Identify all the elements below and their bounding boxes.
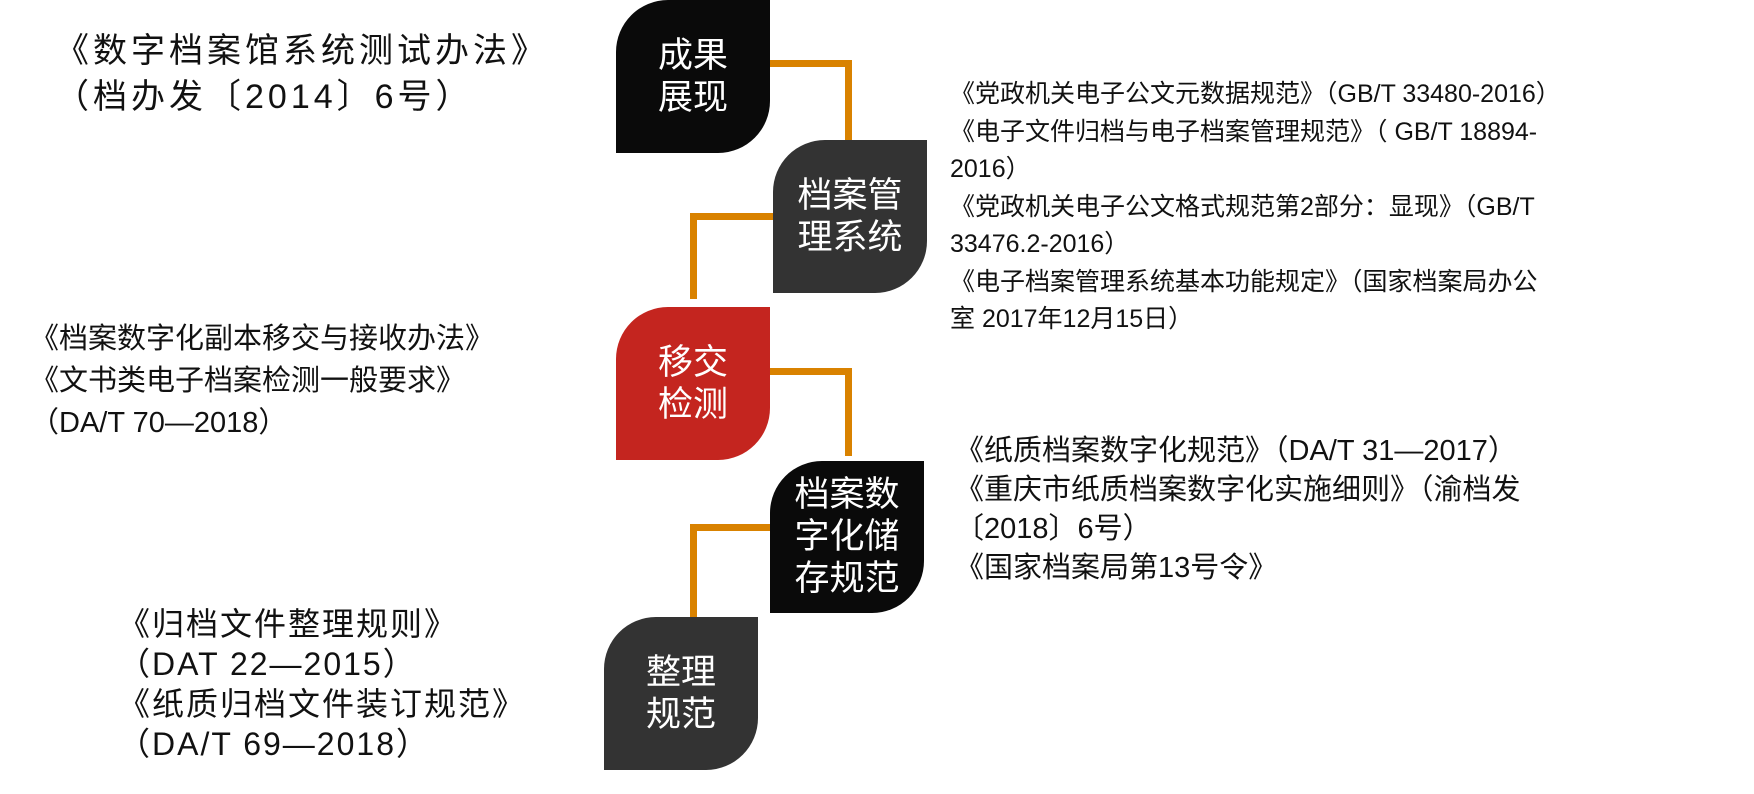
connector-1-h bbox=[768, 60, 852, 67]
connector-4-h bbox=[690, 524, 774, 531]
connector-3-h bbox=[768, 368, 852, 375]
text-line: 《数字档案馆系统测试办法》 bbox=[55, 32, 549, 70]
text-line: 《纸质档案数字化规范》（DA/T 31—2017） bbox=[955, 435, 1517, 467]
connector-2-h bbox=[690, 213, 776, 220]
node-label: 档案管 bbox=[797, 175, 903, 216]
node-label: 移交 bbox=[657, 342, 728, 383]
connector-4-v bbox=[690, 524, 697, 618]
node-label: 整理 bbox=[645, 652, 716, 693]
connector-1-v bbox=[845, 60, 852, 142]
node-results-display: 成果 展现 bbox=[616, 0, 770, 153]
node-label: 规范 bbox=[645, 694, 716, 735]
text-line: （档办发〔2014〕6号） bbox=[55, 78, 474, 116]
text-line: 《电子文件归档与电子档案管理规范》（ GB/T 18894- bbox=[950, 117, 1538, 146]
text-line: 《党政机关电子公文元数据规范》（GB/T 33480-2016） bbox=[950, 80, 1561, 108]
node-label: 成果 bbox=[657, 35, 728, 76]
standards-bottom-right: 《纸质档案数字化规范》（DA/T 31—2017） 《重庆市纸质档案数字化实施细… bbox=[955, 432, 1521, 588]
node-label: 档案数 bbox=[794, 475, 900, 515]
node-transfer-inspection: 移交 检测 bbox=[616, 307, 770, 460]
text-line: 〔2018〕6号） bbox=[955, 513, 1152, 545]
node-archive-management-system: 档案管 理系统 bbox=[773, 140, 927, 293]
text-line: （DA/T 69—2018） bbox=[118, 726, 430, 762]
text-line: 2016） bbox=[950, 155, 1031, 183]
standards-top-right: 《党政机关电子公文元数据规范》（GB/T 33480-2016） 《电子文件归档… bbox=[950, 76, 1561, 339]
node-digitization-storage-spec: 档案数 字化储 存规范 bbox=[770, 461, 924, 613]
node-label: 检测 bbox=[657, 384, 728, 425]
text-line: 《归档文件整理规则》 bbox=[118, 606, 459, 642]
text-line: 《重庆市纸质档案数字化实施细则》（渝档发 bbox=[955, 474, 1521, 506]
text-line: （DAT 22—2015） bbox=[118, 646, 417, 682]
text-line: 《党政机关电子公文格式规范第2部分：显现》（GB/T bbox=[950, 192, 1535, 221]
text-line: 《电子档案管理系统基本功能规定》（国家档案局办公 bbox=[950, 267, 1538, 296]
text-line: （DA/T 70—2018） bbox=[30, 407, 288, 439]
node-arrangement-spec: 整理 规范 bbox=[604, 617, 758, 770]
text-line: 《文书类电子档案检测一般要求》 bbox=[30, 365, 466, 397]
node-label: 理系统 bbox=[797, 217, 903, 258]
connector-3-v bbox=[845, 368, 852, 456]
text-line: 33476.2-2016） bbox=[950, 230, 1130, 258]
text-line: 《国家档案局第13号令》 bbox=[955, 552, 1278, 584]
text-line: 《档案数字化副本移交与接收办法》 bbox=[30, 323, 495, 355]
text-line: 《纸质归档文件装订规范》 bbox=[118, 686, 527, 722]
connector-2-v bbox=[690, 213, 697, 299]
standards-middle-left: 《档案数字化副本移交与接收办法》 《文书类电子档案检测一般要求》 （DA/T 7… bbox=[30, 318, 494, 444]
node-label: 展现 bbox=[657, 77, 728, 118]
text-line: 室 2017年12月15日） bbox=[950, 305, 1194, 333]
node-label: 存规范 bbox=[794, 559, 900, 599]
standards-top-left: 《数字档案馆系统测试办法》 （档办发〔2014〕6号） bbox=[55, 28, 549, 120]
standards-bottom-left: 《归档文件整理规则》 （DAT 22—2015） 《纸质归档文件装订规范》 （D… bbox=[118, 604, 526, 764]
node-label: 字化储 bbox=[794, 517, 900, 557]
